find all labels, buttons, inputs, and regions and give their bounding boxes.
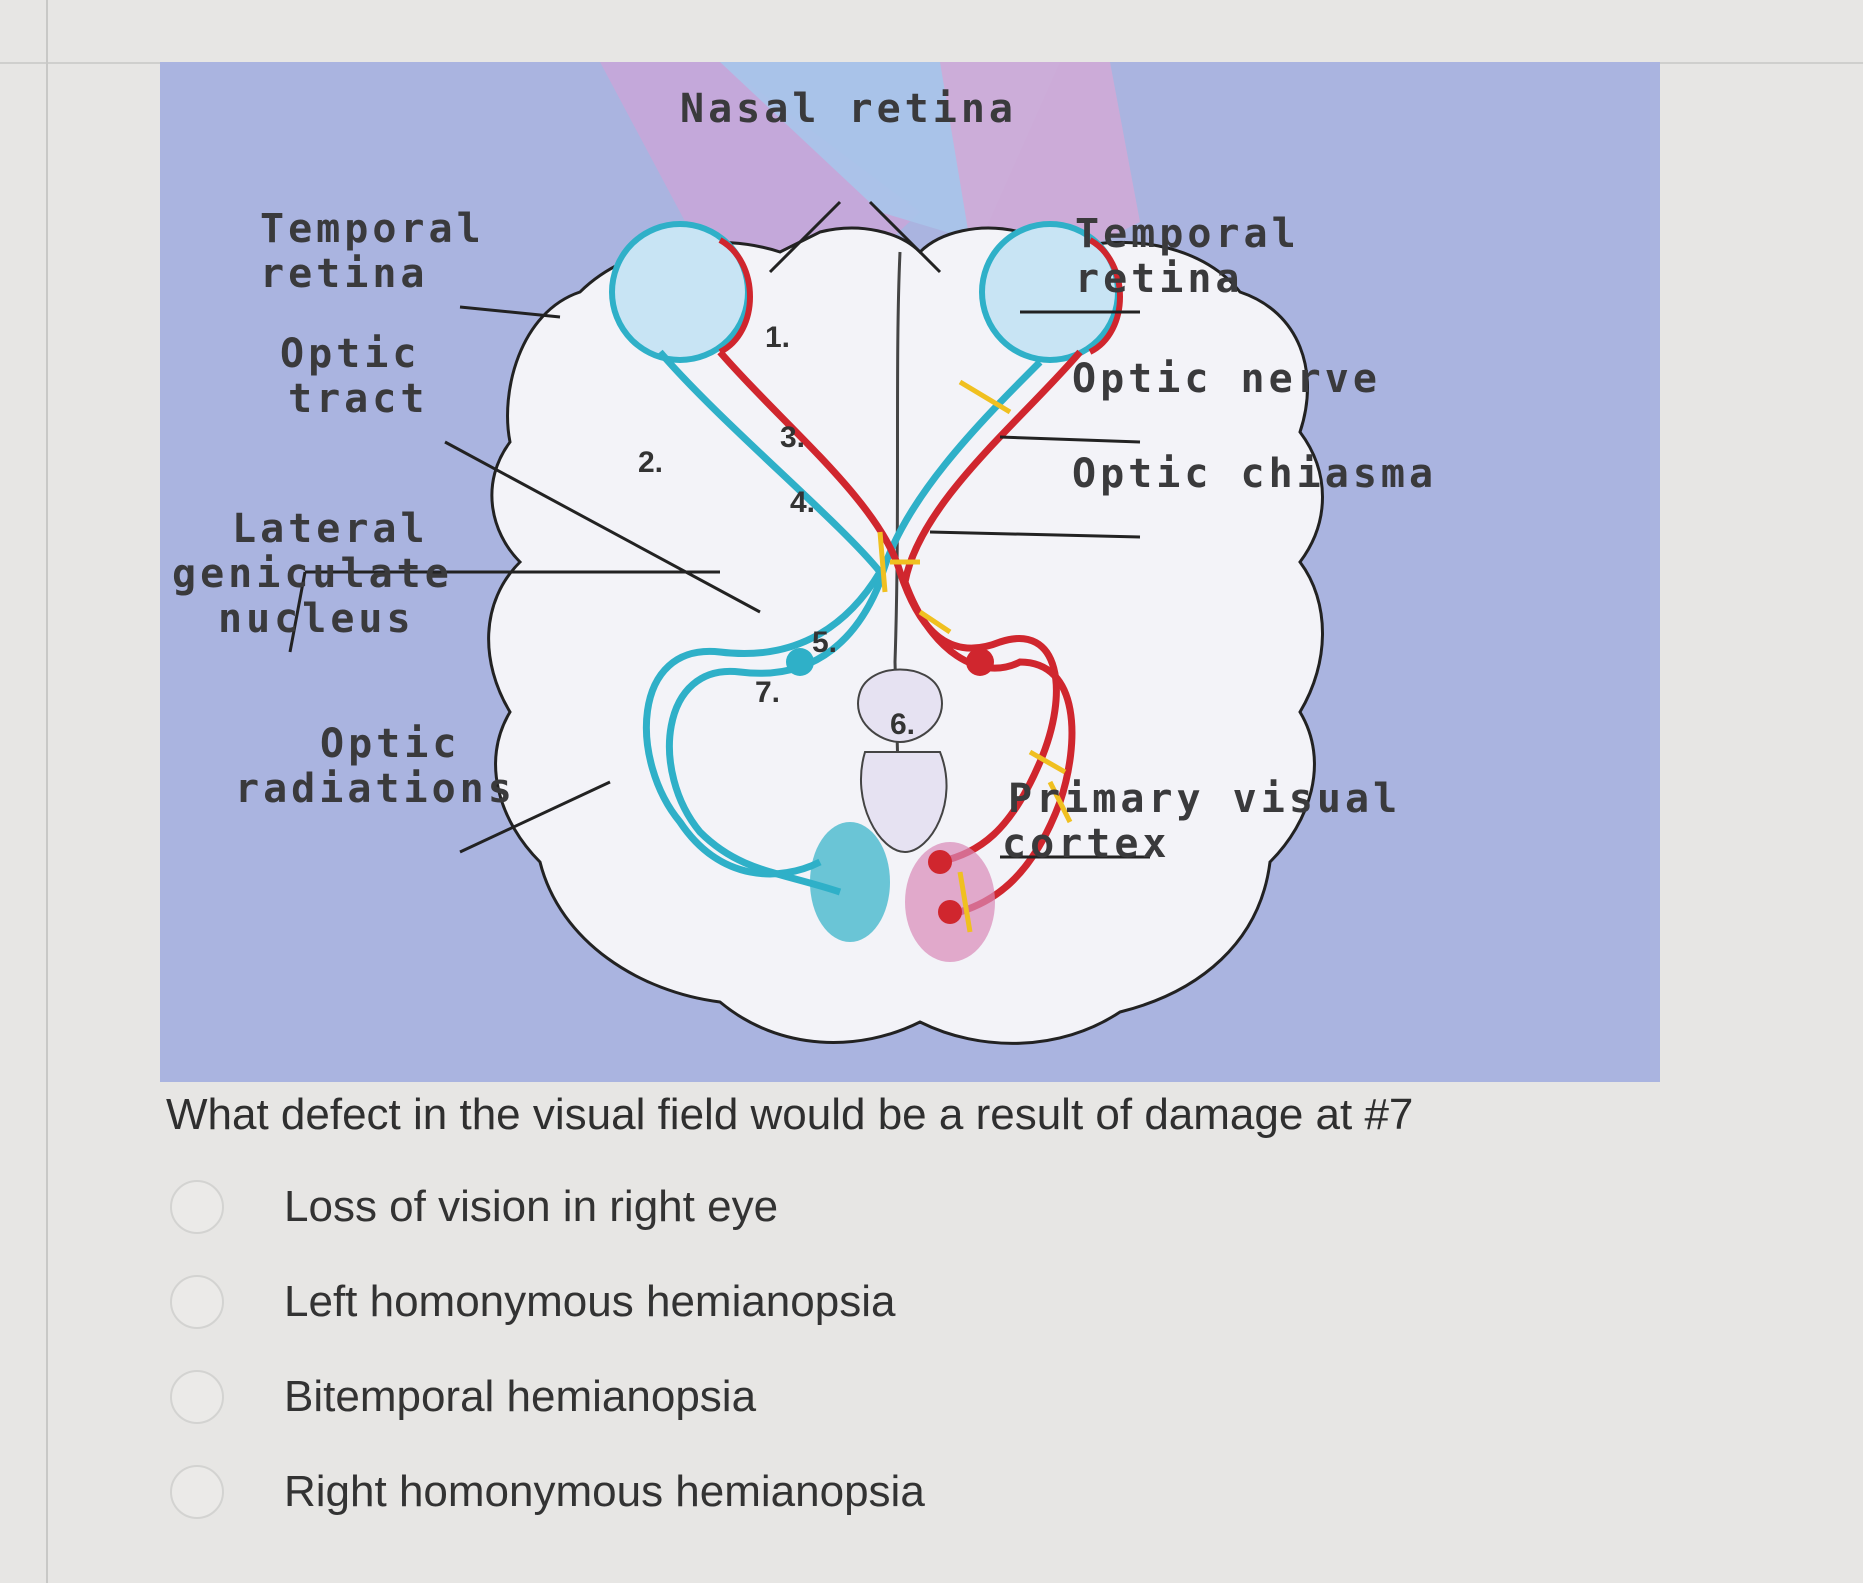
- nasal-retina-arrow-right: [868, 200, 942, 274]
- label-temporal-retina-left-2: retina: [260, 251, 429, 297]
- label-primary-visual-cortex-2: cortex: [1002, 821, 1171, 867]
- lesion-mark-7: [957, 871, 973, 933]
- right-eye-temporal-retina: [1088, 237, 1123, 355]
- label-optic-nerve: Optic nerve: [1072, 356, 1381, 402]
- lesion-number-5: 5.: [812, 626, 837, 659]
- answer-option-label[interactable]: Loss of vision in right eye: [284, 1182, 779, 1231]
- answer-option-2[interactable]: Left homonymous hemianopsia: [170, 1267, 1070, 1337]
- brain-outline: [487, 226, 1324, 1045]
- label-optic-tract-1: Optic: [280, 331, 420, 377]
- temporal-retina-left-arrow: [459, 305, 561, 319]
- red-fiber-path-1: [717, 349, 1060, 866]
- label-optic-radiations-1: Optic: [320, 721, 460, 767]
- label-temporal-retina-left-1: Temporal: [260, 206, 485, 252]
- lesion-number-3: 3.: [780, 421, 805, 454]
- answer-option-label[interactable]: Right homonymous hemianopsia: [284, 1467, 925, 1516]
- optic-radiations-arrow: [459, 780, 611, 854]
- lesion-number-1: 1.: [765, 321, 790, 354]
- label-temporal-retina-right-1: Temporal: [1075, 211, 1300, 257]
- label-temporal-retina-right-2: retina: [1075, 256, 1244, 302]
- label-nasal-retina: Nasal retina: [680, 86, 1017, 132]
- right-cortex-node-1: [928, 850, 952, 874]
- page-edge-divider: [46, 0, 48, 1583]
- label-lgn-2: geniculate: [172, 551, 453, 597]
- left-lgn-node: [786, 648, 814, 676]
- label-optic-chiasma: Optic chiasma: [1072, 451, 1437, 497]
- label-optic-radiations-2: radiations: [235, 766, 516, 812]
- cyan-fiber-path-1: [642, 349, 885, 878]
- optic-tract-arrow: [444, 440, 761, 614]
- lgn-arrow: [288, 571, 307, 653]
- lesion-marks: [877, 379, 1073, 933]
- left-eye-nasal-retina: [718, 237, 753, 355]
- optic-nerve-arrow: [999, 435, 1141, 444]
- lesion-number-4: 4.: [790, 486, 815, 519]
- lesion-mark-5: [1028, 749, 1067, 775]
- brain-midline: [893, 251, 902, 843]
- brainstem: [857, 668, 948, 854]
- radio-button[interactable]: [170, 1180, 224, 1234]
- answer-option-label[interactable]: Left homonymous hemianopsia: [284, 1277, 896, 1326]
- lesion-number-6: 6.: [890, 708, 915, 741]
- label-lgn-1: Lateral: [232, 506, 429, 552]
- optic-chiasma-arrow: [929, 530, 1141, 539]
- answer-option-4[interactable]: Right homonymous hemianopsia: [170, 1457, 1070, 1527]
- radio-button[interactable]: [170, 1275, 224, 1329]
- label-lgn-3: nucleus: [218, 596, 415, 642]
- answer-option-1[interactable]: Loss of vision in right eye: [170, 1172, 1070, 1242]
- lesion-mark-4: [918, 609, 952, 635]
- answer-option-label[interactable]: Bitemporal hemianopsia: [284, 1372, 757, 1421]
- lesion-mark-1: [958, 379, 1012, 415]
- lesion-mark-2: [877, 531, 888, 593]
- lesion-mark-6: [1047, 780, 1073, 824]
- left-visual-cortex: [810, 822, 890, 942]
- radio-button[interactable]: [170, 1370, 224, 1424]
- right-cortex-node-2: [938, 900, 962, 924]
- label-optic-tract-2: tract: [288, 376, 428, 422]
- lesion-number-7: 7.: [755, 676, 780, 709]
- lesion-number-2: 2.: [638, 446, 663, 479]
- label-arrows: [288, 200, 1150, 859]
- right-lgn-node: [966, 648, 994, 676]
- question-text: What defect in the visual field would be…: [166, 1090, 1414, 1139]
- nasal-retina-arrow-left: [768, 200, 842, 274]
- red-fiber-path-2: [901, 349, 1083, 916]
- cyan-fiber-path-2: [665, 359, 1043, 896]
- label-primary-visual-cortex-1: Primary visual: [1008, 776, 1401, 822]
- answer-option-3[interactable]: Bitemporal hemianopsia: [170, 1362, 1070, 1432]
- radio-button[interactable]: [170, 1465, 224, 1519]
- visual-pathway-diagram: Nasal retina Temporal retina Optic tract…: [160, 62, 1660, 1082]
